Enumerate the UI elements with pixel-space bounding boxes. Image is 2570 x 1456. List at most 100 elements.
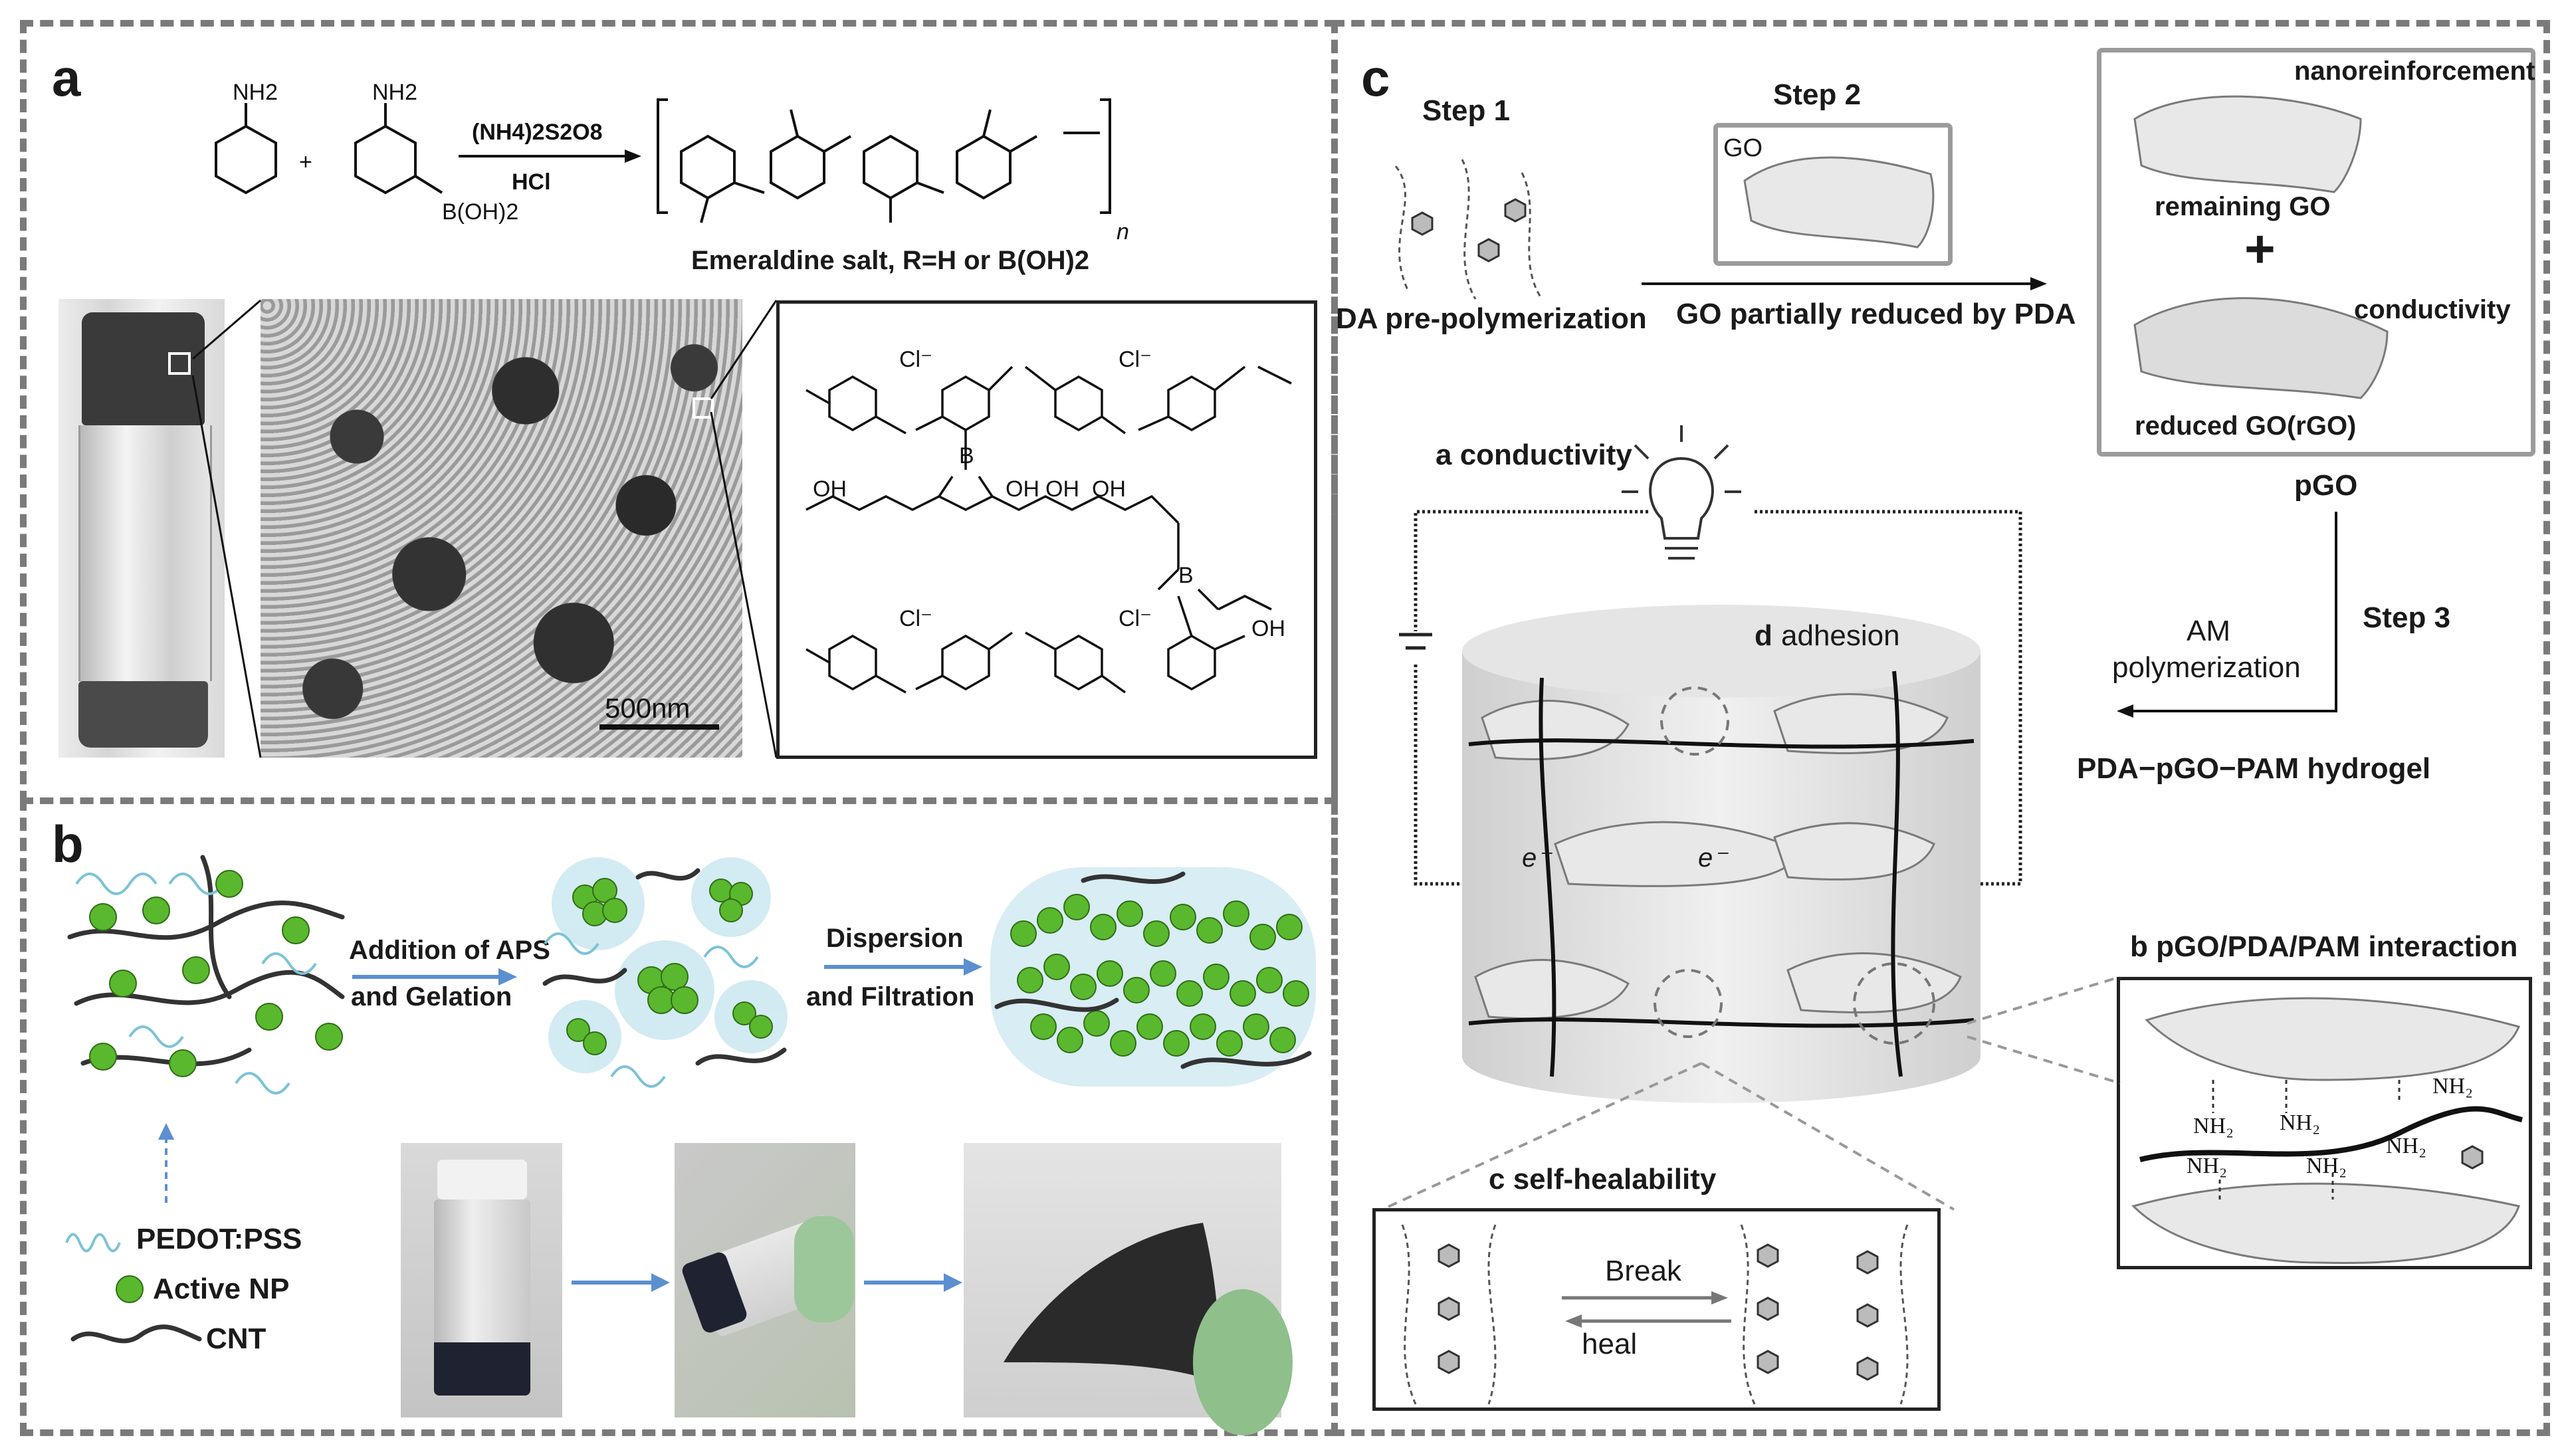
boronic-aniline-structure xyxy=(354,103,443,195)
legend-dashed-arrow xyxy=(158,1123,174,1203)
remaining-go-label: remaining GO xyxy=(2155,192,2331,221)
plus-sign: + xyxy=(299,150,312,175)
nh2-label-5: NH₂ xyxy=(2306,1154,2347,1178)
circuit-wires xyxy=(1399,510,2022,886)
step2-label: Step 2 xyxy=(1773,78,1862,111)
selfheal-inset: Break heal xyxy=(1372,1208,1941,1411)
svg-text:OH: OH xyxy=(1251,616,1285,641)
c-selfheal-label: c self-healability xyxy=(1489,1163,1717,1196)
electron-label-1: e⁻ xyxy=(1522,843,1551,873)
panel-c-label: c xyxy=(1361,49,1390,107)
repeat-index: n xyxy=(1117,219,1129,245)
reaction-scheme: NH2 + NH2 B(OH)2 (NH4)2S2O8 HCl n xyxy=(215,80,1129,245)
step-b1-line2: and Gelation xyxy=(351,982,512,1011)
acid-label: HCl xyxy=(512,169,551,195)
go-sheet xyxy=(1743,156,1935,249)
cnt-icon xyxy=(70,1324,202,1344)
a-conductivity-label: a conductivity xyxy=(1436,439,1632,471)
pedot-icon xyxy=(65,1233,121,1253)
photo-solution-vial xyxy=(401,1143,562,1417)
gel-vial-photo xyxy=(58,299,225,758)
crosslink-structure: Cl⁻ Cl⁻ Cl⁻ Cl⁻ B B OH OH OH OH OH xyxy=(805,347,1292,694)
light-bulb-icon xyxy=(1622,425,1741,560)
nh2-label-2: NH₂ xyxy=(2280,1110,2320,1135)
step-b2-line2: and Filtration xyxy=(806,982,975,1011)
emeraldine-caption: Emeraldine salt, R=H or B(OH)2 xyxy=(691,246,1090,275)
photo-arrow-2 xyxy=(864,1273,962,1292)
am-line1: AM xyxy=(2187,615,2230,647)
nh2-label-3: NH₂ xyxy=(2432,1074,2473,1098)
aniline-structure xyxy=(215,103,277,195)
crosslink-structure-box: Cl⁻ Cl⁻ Cl⁻ Cl⁻ B B OH OH OH OH OH xyxy=(776,300,1317,759)
gel-clusters xyxy=(542,857,788,1088)
break-label: Break xyxy=(1605,1255,1681,1287)
aniline-nh2: NH2 xyxy=(233,80,278,105)
svg-text:OH: OH xyxy=(1006,476,1039,502)
photo-flexible-film xyxy=(964,1143,1293,1435)
active-np-icon xyxy=(116,1275,144,1303)
precursor-mixture xyxy=(67,855,345,1094)
go-sheet-box: GO xyxy=(1713,123,1953,266)
legend-pedot: PEDOT:PSS xyxy=(136,1223,302,1255)
nanoreinforcement-label: nanoreinforcement xyxy=(2294,56,2535,86)
boronic-group: B(OH)2 xyxy=(442,199,518,225)
arrow-b1 xyxy=(352,968,517,986)
b-interaction-label: b pGO/PDA/PAM interaction xyxy=(2130,930,2518,963)
dense-network xyxy=(990,867,1316,1087)
step2-arrow xyxy=(1642,277,2047,290)
interaction-diagram: NH₂ NH₂ NH₂ NH₂ NH₂ NH₂ xyxy=(2131,997,2523,1264)
svg-text:Cl⁻: Cl⁻ xyxy=(899,347,932,372)
d-adhesion-word: adhesion xyxy=(1781,619,1900,652)
interaction-inset: NH₂ NH₂ NH₂ NH₂ NH₂ NH₂ xyxy=(2117,977,2532,1269)
scale-bar-label: 500nm xyxy=(605,692,691,724)
da-caption: DA pre-polymerization xyxy=(1336,302,1647,335)
svg-text:Cl⁻: Cl⁻ xyxy=(1119,606,1152,631)
go-reduced-caption: GO partially reduced by PDA xyxy=(1676,298,2076,330)
nh2-label-6: NH₂ xyxy=(2386,1134,2426,1158)
svg-text:OH: OH xyxy=(1092,476,1126,502)
conductivity-note: conductivity xyxy=(2354,295,2511,324)
svg-text:OH: OH xyxy=(1045,476,1079,502)
step-b2-line1: Dispersion xyxy=(826,924,964,953)
svg-text:Cl⁻: Cl⁻ xyxy=(899,606,932,631)
panel-c xyxy=(1331,20,2550,1436)
legend-cnt: CNT xyxy=(206,1322,267,1355)
film-shape xyxy=(1004,1223,1293,1435)
selfheal-connector-lines xyxy=(1382,1062,1955,1211)
svg-text:B: B xyxy=(959,443,974,468)
selfheal-diagram xyxy=(1401,1224,1909,1405)
da-monomers xyxy=(1394,159,1543,300)
hydrogel-label: PDA−pGO−PAM hydrogel xyxy=(2077,752,2431,785)
nh2-label-1: NH₂ xyxy=(2193,1114,2234,1138)
zoom-lines-a xyxy=(191,299,778,758)
step1-label: Step 1 xyxy=(1422,94,1511,127)
remaining-go-sheet xyxy=(2133,95,2362,193)
go-label: GO xyxy=(1723,134,1763,162)
photo-inverted-vial xyxy=(675,1143,855,1417)
boronic-nh2: NH2 xyxy=(372,80,417,105)
legend-active-np: Active NP xyxy=(153,1273,290,1305)
oxidant-label: (NH4)2S2O8 xyxy=(472,120,603,145)
emeraldine-structure xyxy=(657,98,1111,223)
inset-connector-lines xyxy=(1967,976,2121,1085)
pgo-label: pGO xyxy=(2294,469,2358,502)
step3-arrow xyxy=(2117,512,2337,718)
am-line2: polymerization xyxy=(2112,651,2301,684)
svg-text:Cl⁻: Cl⁻ xyxy=(1119,347,1152,372)
electron-label-2: e⁻ xyxy=(1698,843,1727,873)
reduced-go-label: reduced GO(rGO) xyxy=(2135,411,2357,441)
panel-a-label: a xyxy=(52,49,81,107)
photo-arrow-1 xyxy=(572,1273,670,1292)
reduced-go-sheet xyxy=(2133,297,2389,399)
hydrogel-cylinder xyxy=(1462,605,1981,1103)
plus-sign-c: + xyxy=(2244,219,2276,278)
arrow-b2 xyxy=(824,958,982,976)
svg-text:B: B xyxy=(1178,563,1194,588)
panel-b-label: b xyxy=(52,815,84,873)
step3-label: Step 3 xyxy=(2363,601,2451,634)
step-b1-line1: Addition of APS xyxy=(349,936,550,965)
d-adhesion-letter: d xyxy=(1755,619,1772,652)
heal-label: heal xyxy=(1582,1328,1638,1360)
nh2-label-4: NH₂ xyxy=(2187,1154,2227,1178)
oh-label: OH xyxy=(813,476,847,502)
